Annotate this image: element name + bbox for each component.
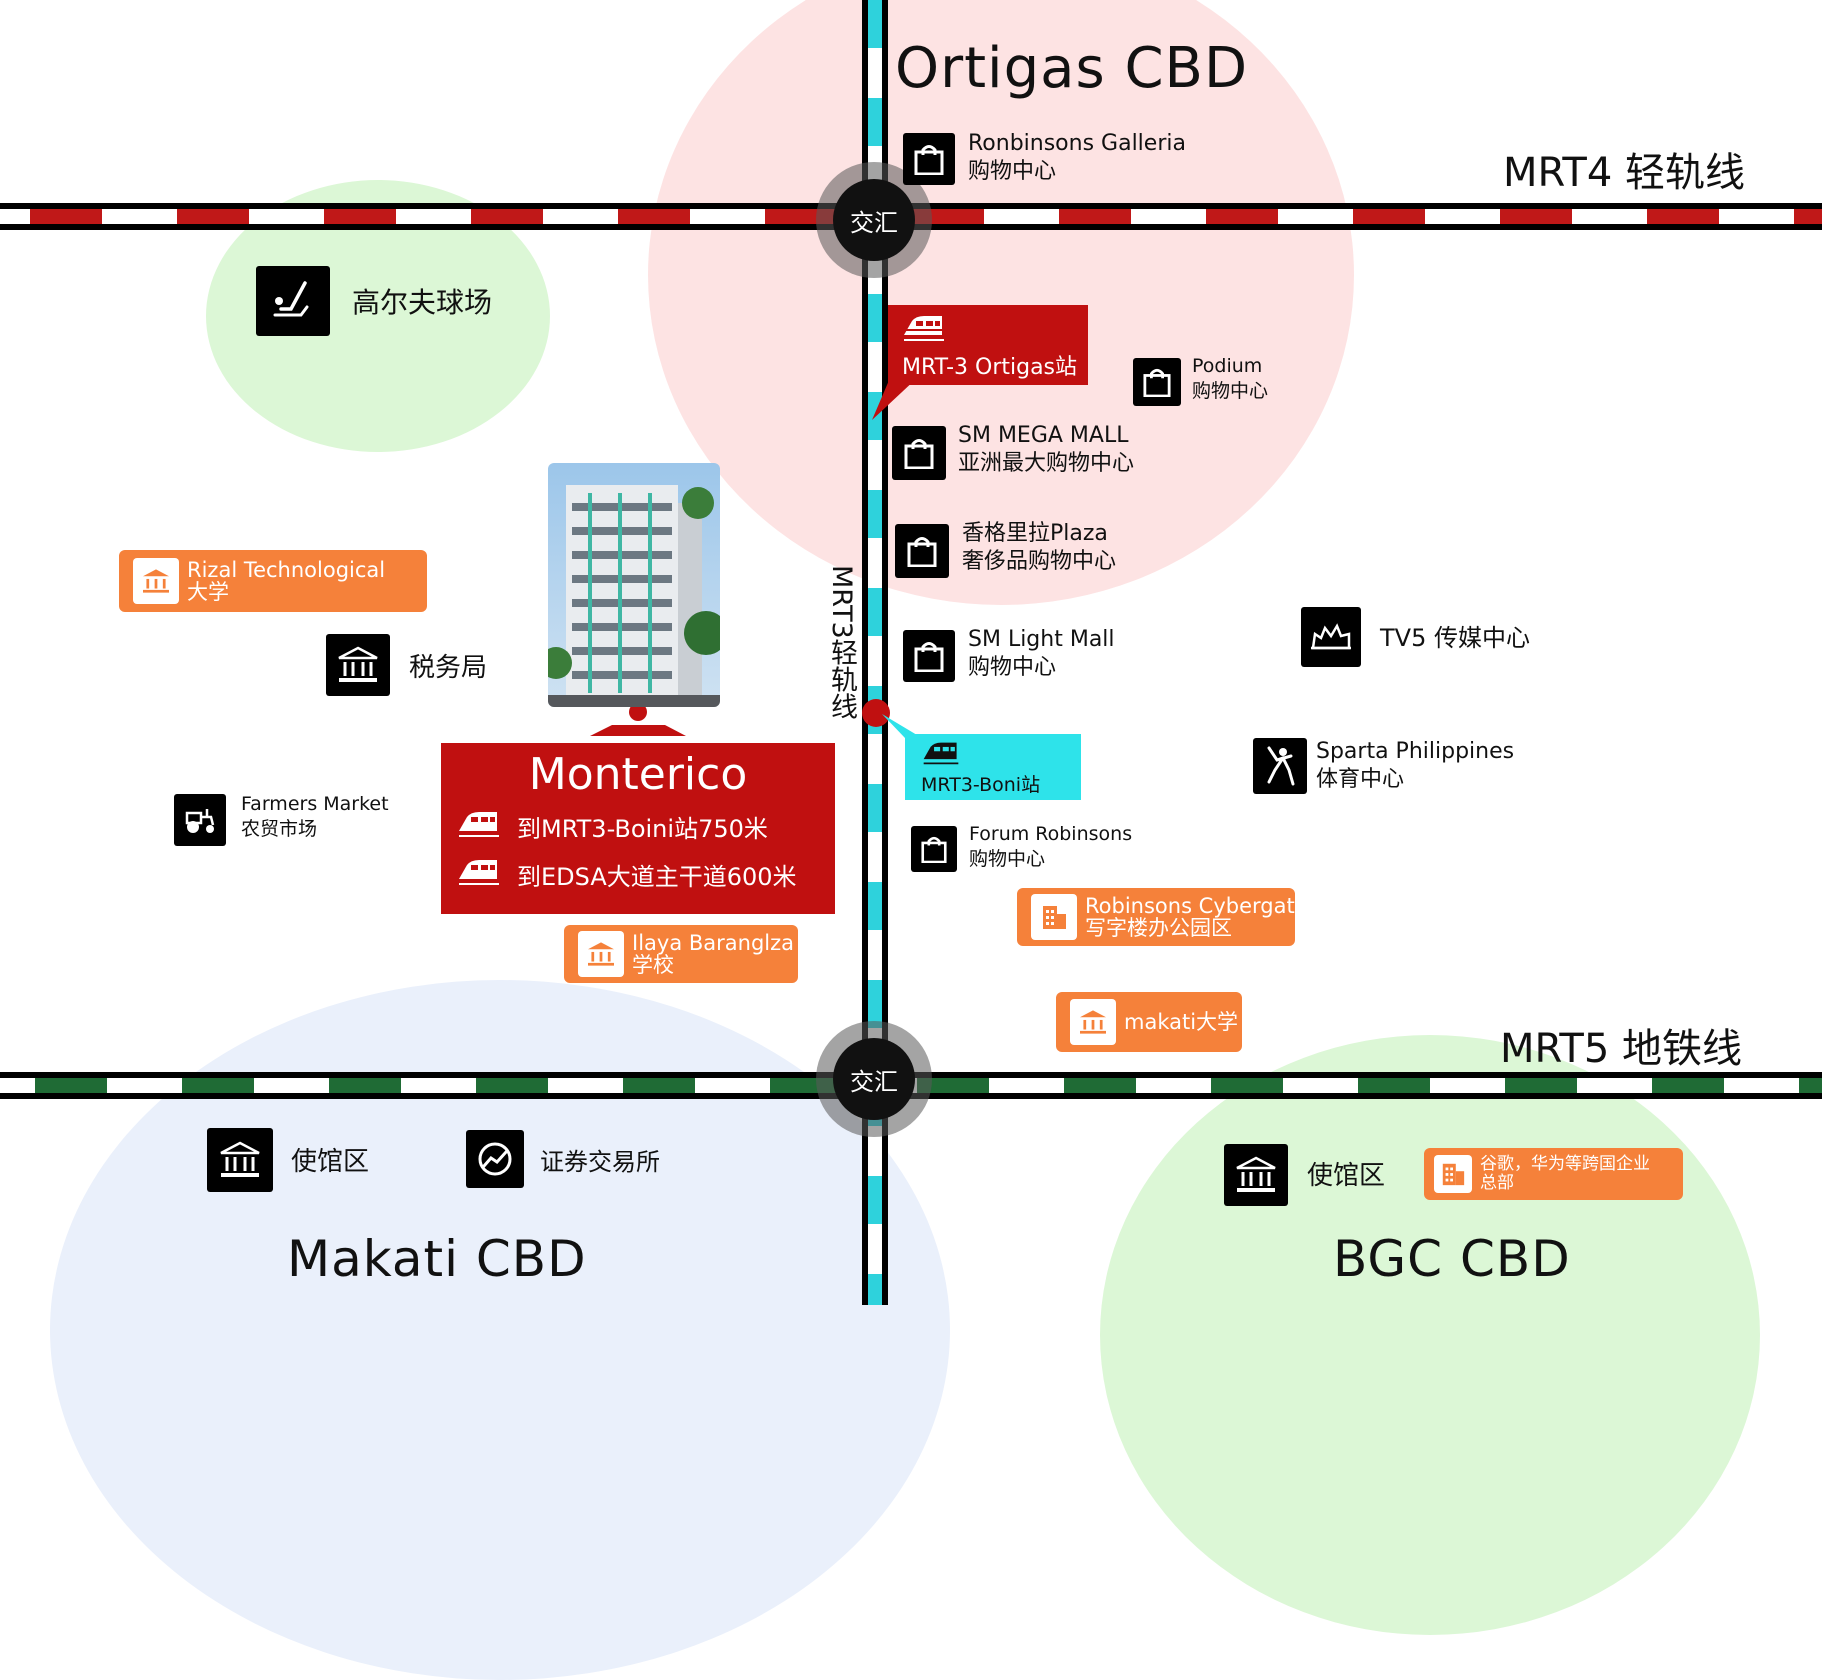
mrt4-label: MRT4 轻轨线 (1503, 150, 1745, 196)
poi-name: 证券交易所 (540, 1148, 660, 1176)
tag-name: Ilaya Baranglza (632, 931, 795, 955)
school-icon (578, 931, 624, 977)
poi-type: 亚洲最大购物中心 (958, 451, 1135, 476)
boni-station-dot (862, 699, 890, 727)
tag-type: 总部 (1480, 1173, 1514, 1193)
boni-station-tag[interactable]: MRT3-Boni站 (905, 734, 1081, 800)
train-icon (459, 812, 499, 837)
bgc-cbd-title: BGC CBD (1333, 1230, 1571, 1288)
train-icon (904, 316, 944, 341)
poi-name: 高尔夫球场 (352, 286, 493, 319)
tag-name: 谷歌，华为等跨国企业 (1480, 1154, 1650, 1174)
shopping-bag-icon (903, 133, 955, 185)
shopping-bag-icon (903, 630, 955, 682)
embassy-icon (207, 1128, 273, 1192)
boni-station-label: MRT3-Boni站 (921, 774, 1041, 796)
stock-chart-icon (466, 1130, 524, 1188)
junction-mrt5-label: 交汇 (833, 1038, 915, 1120)
project-connector (590, 725, 686, 736)
poi-type: 体育中心 (1316, 767, 1405, 792)
poi-type: 购物中心 (968, 655, 1057, 680)
tag-cybergate[interactable]: Robinsons Cybergate 写字楼办公园区 (1017, 888, 1308, 946)
poi-podium: Podium 购物中心 (1192, 354, 1268, 404)
shopping-bag-icon (1133, 358, 1181, 406)
poi-name: 香格里拉Plaza (962, 521, 1108, 546)
ortigas-station-label: MRT-3 Ortigas站 (902, 355, 1078, 380)
building-photo (548, 463, 720, 707)
makati-cbd-title: Makati CBD (287, 1230, 587, 1288)
poi-type: 购物中心 (968, 159, 1057, 184)
ortigas-zone (648, 0, 1354, 605)
poi-robinsons-galleria: Ronbinsons Galleria 购物中心 (968, 130, 1186, 186)
office-building-icon (1031, 894, 1077, 940)
embassy-icon (1224, 1144, 1288, 1206)
poi-name: SM MEGA MALL (958, 423, 1129, 448)
poi-type: 购物中心 (1192, 380, 1269, 402)
poi-type: 奢侈品购物中心 (962, 549, 1117, 574)
poi-name: Farmers Market (241, 793, 389, 815)
poi-farmers-market: Farmers Market 农贸市场 (241, 792, 389, 842)
poi-forum-robinsons: Forum Robinsons 购物中心 (969, 822, 1132, 872)
tag-type: 写字楼办公园区 (1085, 916, 1232, 940)
shopping-bag-icon (911, 826, 957, 872)
poi-shangri-la: 香格里拉Plaza 奢侈品购物中心 (962, 520, 1116, 576)
project-line1: 到MRT3-Boini站750米 (517, 815, 768, 843)
poi-name: Ronbinsons Galleria (968, 131, 1186, 156)
media-center-icon (1301, 607, 1361, 667)
poi-embassy-makati: 使馆区 (291, 1146, 369, 1178)
tractor-icon (174, 794, 226, 846)
poi-golf: 高尔夫球场 (352, 286, 492, 320)
poi-sparta: Sparta Philippines 体育中心 (1316, 738, 1514, 794)
mrt5-label: MRT5 地铁线 (1500, 1026, 1742, 1072)
university-icon (1070, 999, 1116, 1045)
tag-google[interactable]: 谷歌，华为等跨国企业 总部 (1424, 1148, 1683, 1200)
poi-name: SM Light Mall (968, 627, 1115, 652)
poi-sm-light-mall: SM Light Mall 购物中心 (968, 626, 1115, 682)
boni-pointer (882, 714, 922, 738)
tag-name: Robinsons Cybergate (1085, 894, 1308, 918)
poi-sm-mega-mall: SM MEGA MALL 亚洲最大购物中心 (958, 422, 1134, 478)
poi-name: Sparta Philippines (1316, 739, 1515, 764)
poi-name: TV5 传媒中心 (1380, 624, 1530, 652)
project-name: Monterico (528, 749, 748, 800)
ortigas-station-tag[interactable]: MRT-3 Ortigas站 (888, 305, 1088, 385)
project-line2: 到EDSA大道主干道600米 (517, 863, 797, 891)
poi-tax-bureau: 税务局 (409, 652, 487, 684)
poi-name: Forum Robinsons (969, 823, 1133, 845)
university-icon (133, 558, 179, 604)
poi-name: 使馆区 (1307, 1161, 1386, 1191)
junction-mrt4-label: 交汇 (833, 179, 915, 261)
ortigas-pointer (872, 378, 917, 420)
government-building-icon (326, 634, 390, 696)
shopping-bag-icon (895, 524, 949, 578)
train-icon (459, 860, 499, 885)
tag-rizal[interactable]: Rizal Technological 大学 (119, 550, 427, 612)
train-icon (923, 742, 959, 765)
tag-makati-univ[interactable]: makati大学 (1056, 992, 1242, 1052)
poi-stock-exchange: 证券交易所 (540, 1146, 660, 1178)
junction-mrt5: 交汇 (816, 1021, 932, 1137)
junction-mrt4: 交汇 (816, 162, 932, 278)
sports-center-icon (1253, 738, 1307, 794)
tag-ilaya[interactable]: Ilaya Baranglza 学校 (564, 925, 798, 983)
tag-type: 学校 (632, 953, 674, 977)
tag-name: makati大学 (1124, 1010, 1239, 1034)
ortigas-cbd-title: Ortigas CBD (895, 36, 1249, 101)
poi-tv5: TV5 传媒中心 (1380, 624, 1530, 652)
poi-name: 税务局 (409, 653, 488, 683)
office-building-icon (1434, 1155, 1472, 1193)
shopping-bag-icon (892, 426, 946, 480)
poi-type: 农贸市场 (241, 818, 318, 840)
tag-type: 大学 (187, 580, 229, 604)
poi-type: 购物中心 (969, 848, 1046, 870)
tag-name: Rizal Technological (187, 558, 386, 582)
poi-name: Podium (1192, 355, 1263, 377)
golf-icon (256, 266, 330, 336)
project-card[interactable]: Monterico 到MRT3-Boini站750米 到EDSA大道主干道600… (441, 743, 835, 914)
poi-embassy-bgc: 使馆区 (1307, 1160, 1385, 1192)
poi-name: 使馆区 (291, 1147, 370, 1177)
mrt3-label: MRT3轻轨线 (826, 565, 857, 720)
